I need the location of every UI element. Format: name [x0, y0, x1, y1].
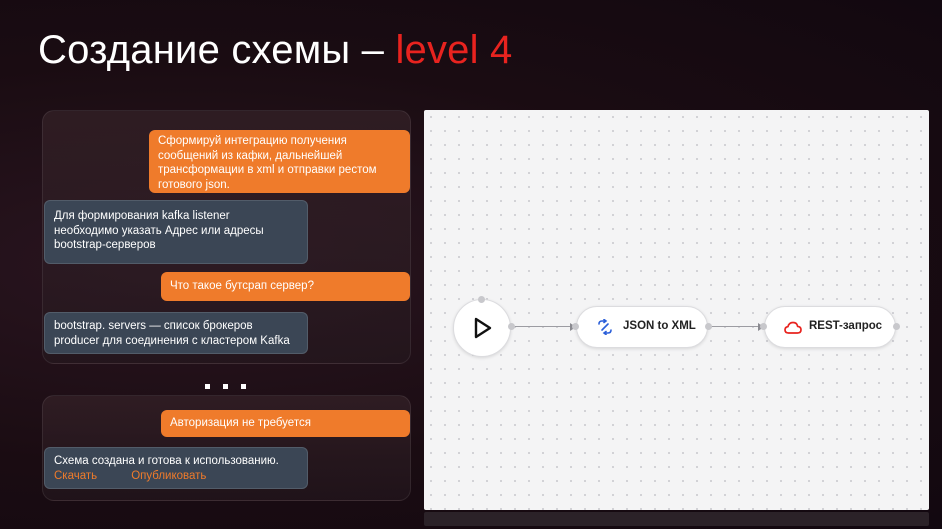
- chat-message-bot: Схема создана и готова к использованию. …: [44, 447, 308, 489]
- download-link[interactable]: Скачать: [54, 469, 98, 482]
- flow-canvas[interactable]: JSON to XML REST-запрос: [424, 110, 929, 510]
- cloud-icon: [784, 321, 802, 334]
- message-line: готового json.: [158, 178, 230, 191]
- message-line: bootstrap. servers — список брокеров: [54, 320, 253, 332]
- connector-line: [511, 326, 574, 327]
- json-to-xml-node[interactable]: JSON to XML: [576, 306, 708, 348]
- rest-node-in-port[interactable]: [760, 323, 767, 330]
- message-line: producer для соединения с кластером Kafk…: [54, 334, 290, 347]
- start-node-top-port[interactable]: [478, 296, 485, 303]
- message-line: необходимо указать Адрес или адресы: [54, 224, 264, 237]
- chat-message-user: Сформируй интеграцию получения сообщений…: [149, 130, 410, 193]
- message-line: Для формирования kafka listener: [54, 210, 230, 222]
- message-line: Сформируй интеграцию получения: [158, 135, 347, 147]
- page-title: Создание схемы – level 4: [38, 28, 512, 73]
- chat-panel: Авторизация не требуется Схема создана и…: [42, 395, 411, 501]
- message-line: bootstrap-серверов: [54, 239, 156, 251]
- chat-message-user: Авторизация не требуется: [161, 410, 410, 437]
- transform-icon: [598, 319, 612, 335]
- node-label: REST-запрос: [809, 320, 883, 332]
- message-line: трансформации в xml и отправки рестом: [158, 164, 377, 176]
- title-main: Создание схемы –: [38, 28, 396, 72]
- publish-link[interactable]: Опубликовать: [131, 469, 207, 482]
- chat-message-bot: Для формирования kafka listener необходи…: [44, 200, 308, 264]
- connector-line: [708, 326, 762, 327]
- ellipsis-indicator: [205, 376, 259, 394]
- chat-message-bot: bootstrap. servers — список брокеров pro…: [44, 312, 308, 354]
- start-node[interactable]: [453, 299, 511, 357]
- message-line: Что такое бутсрап сервер?: [170, 280, 314, 292]
- start-node-out-port[interactable]: [508, 323, 515, 330]
- title-accent: level 4: [395, 28, 513, 72]
- message-line: сообщений из кафки, дальнейшей: [158, 149, 343, 162]
- chat-panel: Сформируй интеграцию получения сообщений…: [42, 110, 411, 364]
- rest-node-out-port[interactable]: [893, 323, 900, 330]
- play-icon: [474, 317, 492, 339]
- node-label: JSON to XML: [623, 320, 696, 332]
- message-line: Авторизация не требуется: [170, 417, 311, 429]
- json-node-out-port[interactable]: [705, 323, 712, 330]
- message-line: Схема создана и готова к использованию.: [54, 455, 279, 467]
- message-actions: Скачать Опубликовать: [54, 469, 298, 484]
- rest-request-node[interactable]: REST-запрос: [764, 306, 896, 348]
- canvas-bottom-edge: [424, 512, 929, 526]
- chat-message-user: Что такое бутсрап сервер?: [161, 272, 410, 301]
- json-node-in-port[interactable]: [572, 323, 579, 330]
